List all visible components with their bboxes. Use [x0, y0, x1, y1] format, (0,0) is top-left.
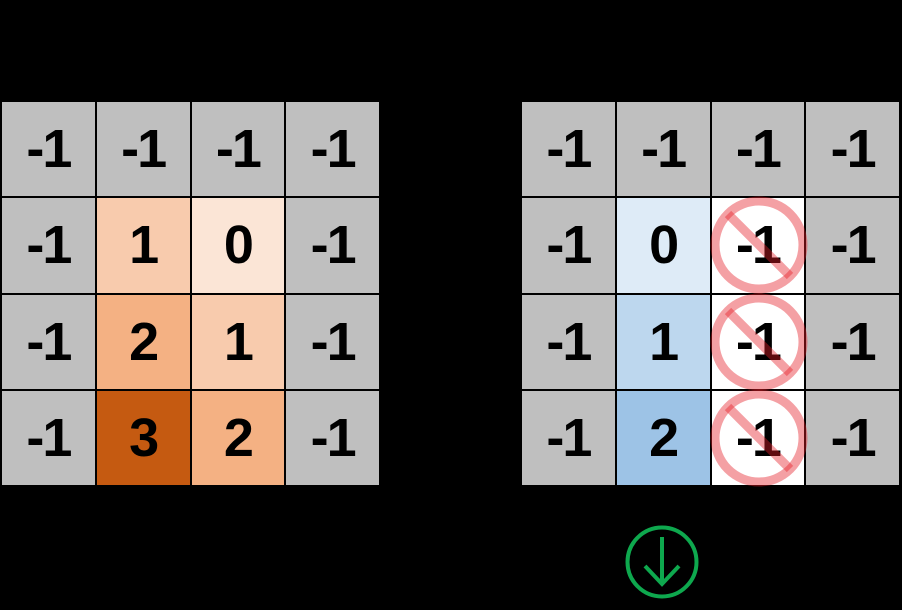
- grid-cell-r3-c0: -1: [2, 390, 95, 485]
- left-value-grid: -1 -1 -1 -1 -1 1 0 -1 -1 2 1 -1 -1 3 2 -1: [0, 100, 381, 487]
- cell-value: -1: [26, 119, 72, 180]
- cell-value: -1: [26, 215, 72, 276]
- grid-cell-r3-c3: -1: [286, 390, 379, 485]
- grid-cell-r0-c0: -1: [2, 102, 95, 197]
- grid-cell-r1-c2: 0: [191, 198, 285, 293]
- cell-value: -1: [830, 119, 877, 180]
- cell-value: 1: [649, 311, 679, 372]
- grid-cell-r3-c0: -1: [522, 390, 615, 485]
- cell-value: -1: [215, 119, 262, 180]
- grid-cell-r1-c3: -1: [286, 198, 379, 293]
- cell-value: -1: [546, 407, 592, 468]
- cell-value: 2: [223, 407, 254, 468]
- grid-cell-r3-c2: 2: [191, 390, 285, 485]
- cell-value: -1: [310, 215, 357, 276]
- cell-value: -1: [310, 119, 357, 180]
- grid-cell-r1-c1: 0: [616, 198, 710, 293]
- cell-value: -1: [546, 311, 592, 372]
- grid-cell-r0-c1: -1: [616, 102, 710, 197]
- circled-down-arrow-icon: [625, 525, 699, 599]
- cell-value: 1: [129, 215, 159, 276]
- grid-cell-r1-c0: -1: [2, 198, 95, 293]
- grid-cell-r0-c1: -1: [96, 102, 190, 197]
- cell-value: 0: [649, 215, 679, 276]
- grid-cell-r0-c0: -1: [522, 102, 615, 197]
- cell-value: 1: [223, 311, 254, 372]
- grid-cell-r1-c3: -1: [806, 198, 899, 293]
- grid-cell-r3-c3: -1: [806, 390, 899, 485]
- grid-cell-r3-c1: 2: [616, 390, 710, 485]
- cell-value: -1: [26, 407, 72, 468]
- cell-value: -1: [641, 119, 687, 180]
- grid-cell-r0-c2: -1: [191, 102, 285, 197]
- cell-value: -1: [546, 119, 592, 180]
- grid-cell-r0-c2: -1: [711, 102, 805, 197]
- cell-value: -1: [546, 215, 592, 276]
- arrow-circle: [625, 525, 699, 599]
- grid-cell-r3-c1: 3: [96, 390, 190, 485]
- cell-value: -1: [26, 311, 72, 372]
- cell-value: -1: [830, 311, 877, 372]
- cell-value: -1: [735, 119, 782, 180]
- grid-cell-r2-c1: 1: [616, 294, 710, 389]
- grid-cell-r2-c0: -1: [2, 294, 95, 389]
- grid-cell-r2-c3: -1: [806, 294, 899, 389]
- arrow-head: [643, 564, 681, 587]
- cell-value: -1: [121, 119, 167, 180]
- grid-cell-r1-c1: 1: [96, 198, 190, 293]
- right-value-grid: -1 -1 -1 -1 -1 0 -1 -1 -1 1 -1 -1 -1 2 -1 -1: [520, 100, 901, 487]
- cell-value: 2: [129, 311, 159, 372]
- grid-cell-r2-c1: 2: [96, 294, 190, 389]
- cell-value: 3: [129, 407, 159, 468]
- cell-value: 2: [649, 407, 679, 468]
- grid-cell-r2-c2: -1: [710, 293, 807, 390]
- grid-cell-r2-c0: -1: [522, 294, 615, 389]
- grid-cell-r2-c2: 1: [191, 294, 285, 389]
- grid-cell-r0-c3: -1: [286, 102, 379, 197]
- cell-value: -1: [310, 407, 357, 468]
- cell-value: -1: [830, 215, 877, 276]
- grid-cell-r3-c2: -1: [710, 389, 807, 487]
- cell-value: -1: [310, 311, 357, 372]
- cell-value: -1: [830, 407, 877, 468]
- cell-value: -1: [735, 215, 782, 276]
- cell-value: -1: [735, 311, 782, 372]
- grid-cell-r0-c3: -1: [806, 102, 899, 197]
- cell-value: -1: [735, 407, 782, 468]
- grid-cell-r1-c2: -1: [710, 196, 807, 294]
- grid-cell-r1-c0: -1: [522, 198, 615, 293]
- grid-cell-r2-c3: -1: [286, 294, 379, 389]
- cell-value: 0: [223, 215, 254, 276]
